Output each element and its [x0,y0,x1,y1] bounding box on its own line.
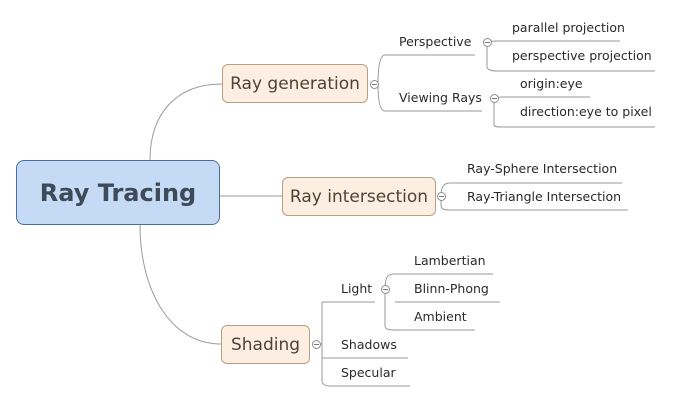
topic-specular[interactable]: Specular [341,365,396,380]
collapse-icon[interactable] [483,38,492,47]
topic-perspective-projection[interactable]: perspective projection [512,48,652,63]
collapse-icon[interactable] [437,192,446,201]
collapse-icon[interactable] [370,80,379,89]
topic-parallel-projection[interactable]: parallel projection [512,20,625,35]
topic-blinn-phong[interactable]: Blinn-Phong [414,281,489,296]
topic-light[interactable]: Light [341,281,373,296]
topic-ray-sphere-intersection[interactable]: Ray-Sphere Intersection [467,161,618,176]
topic-perspective[interactable]: Perspective [399,34,472,49]
collapse-icon[interactable] [381,285,390,294]
topic-ambient[interactable]: Ambient [414,309,467,324]
topic-ray-triangle-intersection[interactable]: Ray-Triangle Intersection [467,189,622,204]
collapse-icon[interactable] [312,340,321,349]
topic-shadows[interactable]: Shadows [341,337,397,352]
topic-viewing-rays[interactable]: Viewing Rays [399,90,482,105]
branch-ray-intersection[interactable]: Ray intersection [282,177,436,216]
collapse-icon[interactable] [490,94,499,103]
branch-shading[interactable]: Shading [221,325,310,364]
topic-direction-eye-to-pixel[interactable]: direction:eye to pixel [520,104,652,119]
central-topic[interactable]: Ray Tracing [16,160,220,225]
branch-ray-generation[interactable]: Ray generation [222,64,368,103]
topic-origin-eye[interactable]: origin:eye [520,76,583,91]
topic-lambertian[interactable]: Lambertian [414,253,486,268]
